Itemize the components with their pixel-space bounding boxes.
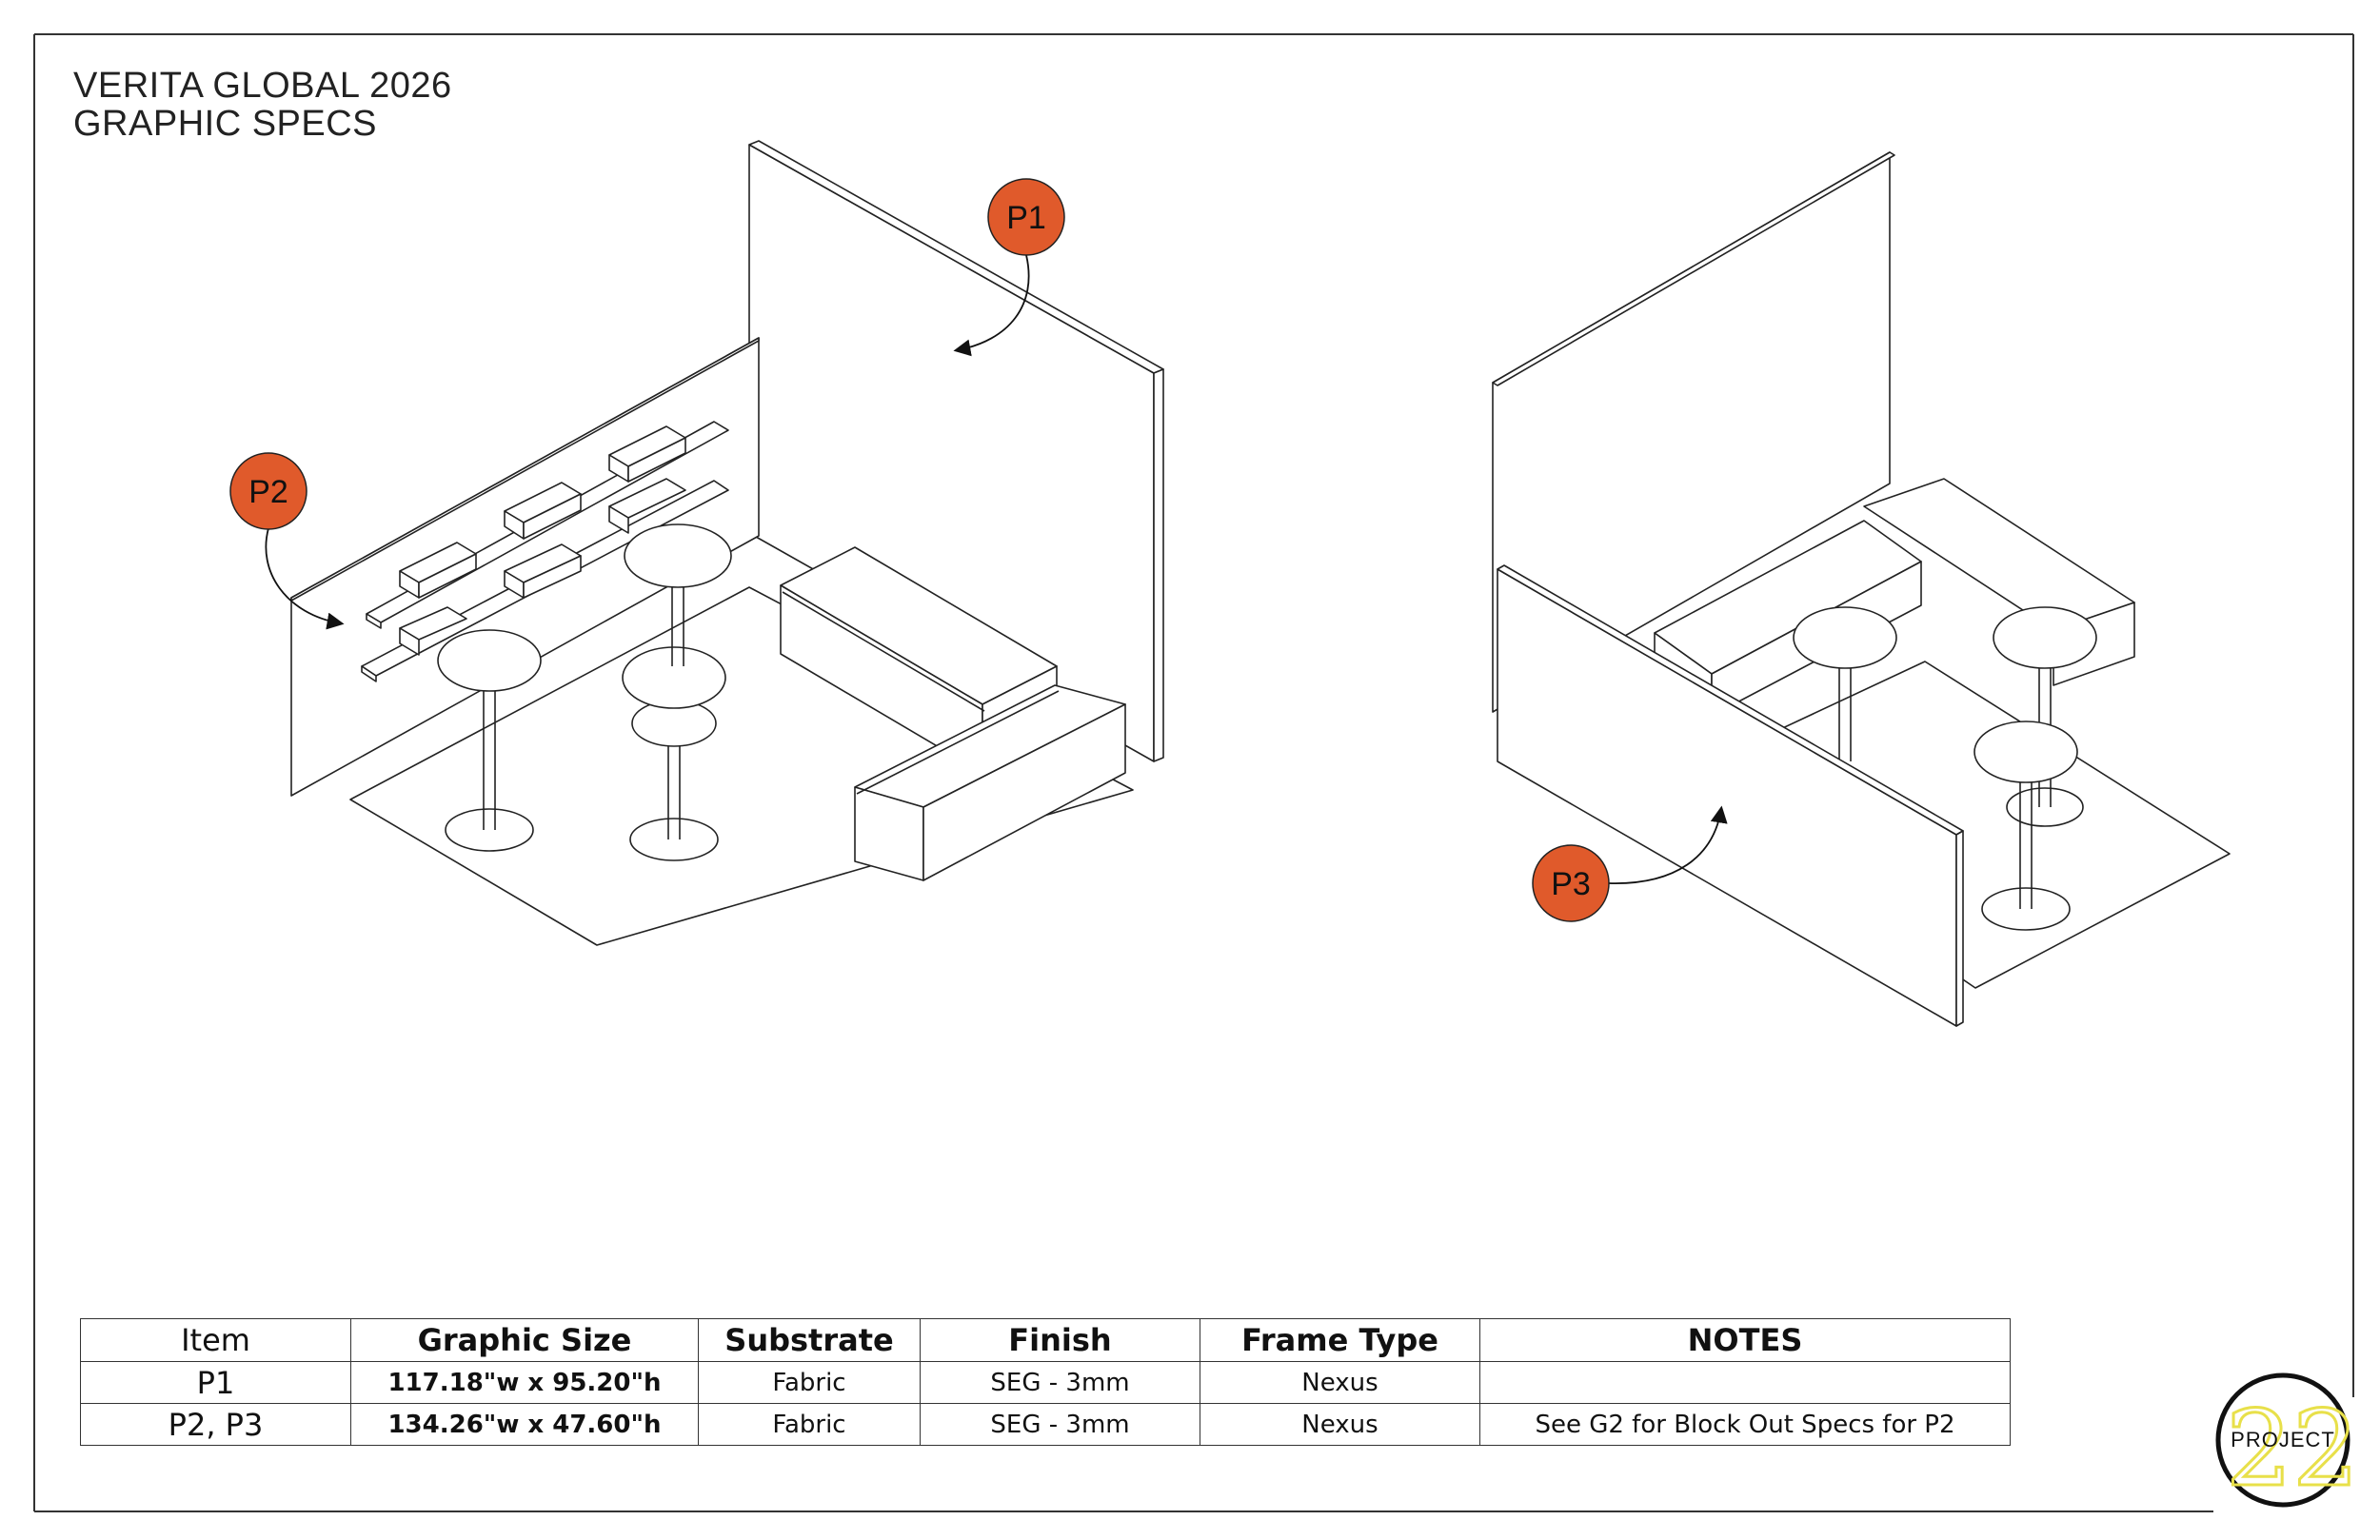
callout-p1-label: P1 [1006,200,1046,236]
cell-frame-type: Nexus [1200,1361,1480,1404]
cell-notes: See G2 for Block Out Specs for P2 [1479,1403,2011,1446]
project22-logo: 22 PROJECT [2215,1372,2360,1511]
sheet-border [33,33,2354,1512]
title-line-2: GRAPHIC SPECS [73,104,378,144]
callout-p2-label: P2 [248,474,288,510]
callout-p3: P3 [1532,805,1728,922]
cell-substrate: Fabric [698,1361,921,1404]
header-notes: NOTES [1479,1318,2011,1362]
cell-finish: SEG - 3mm [920,1361,1200,1404]
header-item: Item [80,1318,351,1362]
booth-right [1492,151,2231,1027]
title-line-1: VERITA GLOBAL 2026 [73,66,452,106]
cell-graphic-size: 117.18"w x 95.20"h [350,1361,699,1404]
table-1 [437,629,542,852]
table-row: P1 117.18"w x 95.20"h Fabric SEG - 3mm N… [80,1361,2011,1404]
drawing-title: VERITA GLOBAL 2026 GRAPHIC SPECS [73,67,452,143]
table-3 [624,523,732,666]
logo-text: PROJECT [2231,1428,2335,1451]
table-6 [1973,721,2078,931]
graphic-spec-table: Item Graphic Size Substrate Finish Frame… [80,1318,2011,1446]
booth-left-floor [349,586,1134,946]
booth-left [290,140,1164,946]
cell-frame-type: Nexus [1200,1403,1480,1446]
cell-item: P2, P3 [80,1403,351,1446]
logo-number: 22 [2226,1388,2359,1510]
table-header-row: Item Graphic Size Substrate Finish Frame… [80,1318,2011,1362]
cell-item: P1 [80,1361,351,1404]
callout-p1: P1 [953,178,1065,357]
header-graphic-size: Graphic Size [350,1318,699,1362]
callout-p3-label: P3 [1551,866,1591,902]
table-4 [1793,606,1897,761]
cell-finish: SEG - 3mm [920,1403,1200,1446]
header-substrate: Substrate [698,1318,921,1362]
table-2 [622,646,726,861]
cell-notes [1479,1361,2011,1404]
cell-substrate: Fabric [698,1403,921,1446]
header-finish: Finish [920,1318,1200,1362]
callout-p2: P2 [229,452,345,630]
header-frame-type: Frame Type [1200,1318,1480,1362]
table-row: P2, P3 134.26"w x 47.60"h Fabric SEG - 3… [80,1403,2011,1446]
cell-graphic-size: 134.26"w x 47.60"h [350,1403,699,1446]
shelves [361,421,729,682]
counter-front [854,684,1126,881]
